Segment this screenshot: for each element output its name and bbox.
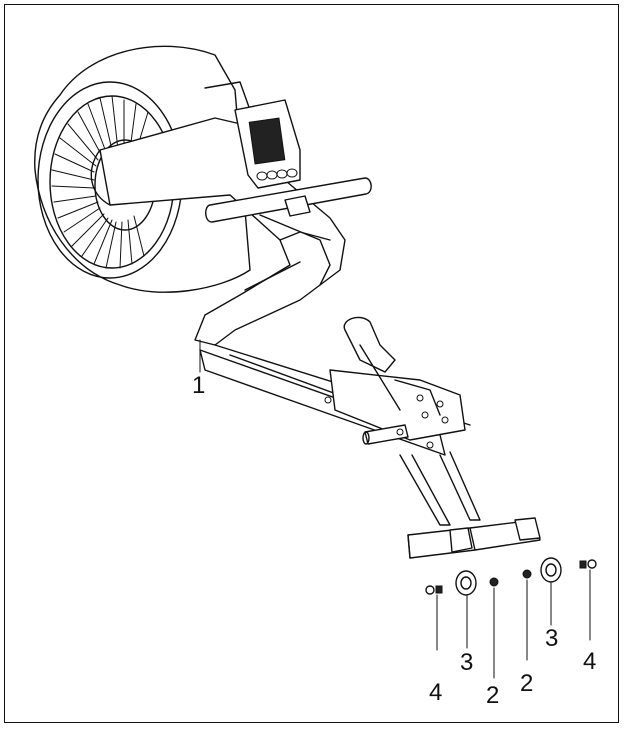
- part-nut-left: [489, 577, 499, 587]
- rear-stabilizer: [399, 451, 541, 559]
- label-part-3-left: 3: [460, 649, 473, 676]
- label-part-2-left: 2: [486, 682, 499, 709]
- rail-pin: [324, 396, 434, 449]
- part-nut-right: [522, 569, 532, 579]
- console-buttons: [256, 168, 298, 181]
- label-part-4-right: 4: [583, 648, 596, 675]
- console-monitor: [234, 99, 301, 189]
- part-bolt-right: [579, 559, 597, 569]
- label-part-2-right: 2: [520, 670, 533, 697]
- part-wheel-left: [455, 570, 477, 596]
- leader-lines: [199, 339, 591, 679]
- label-part-1: 1: [192, 372, 205, 399]
- fan-blades: [51, 95, 149, 269]
- handle-bar: [205, 177, 372, 223]
- label-part-4-left: 4: [429, 679, 442, 706]
- footrest: [329, 316, 466, 441]
- part-bolt-left: [425, 585, 443, 595]
- part-wheel-right: [540, 557, 562, 583]
- label-part-3-right: 3: [545, 625, 558, 652]
